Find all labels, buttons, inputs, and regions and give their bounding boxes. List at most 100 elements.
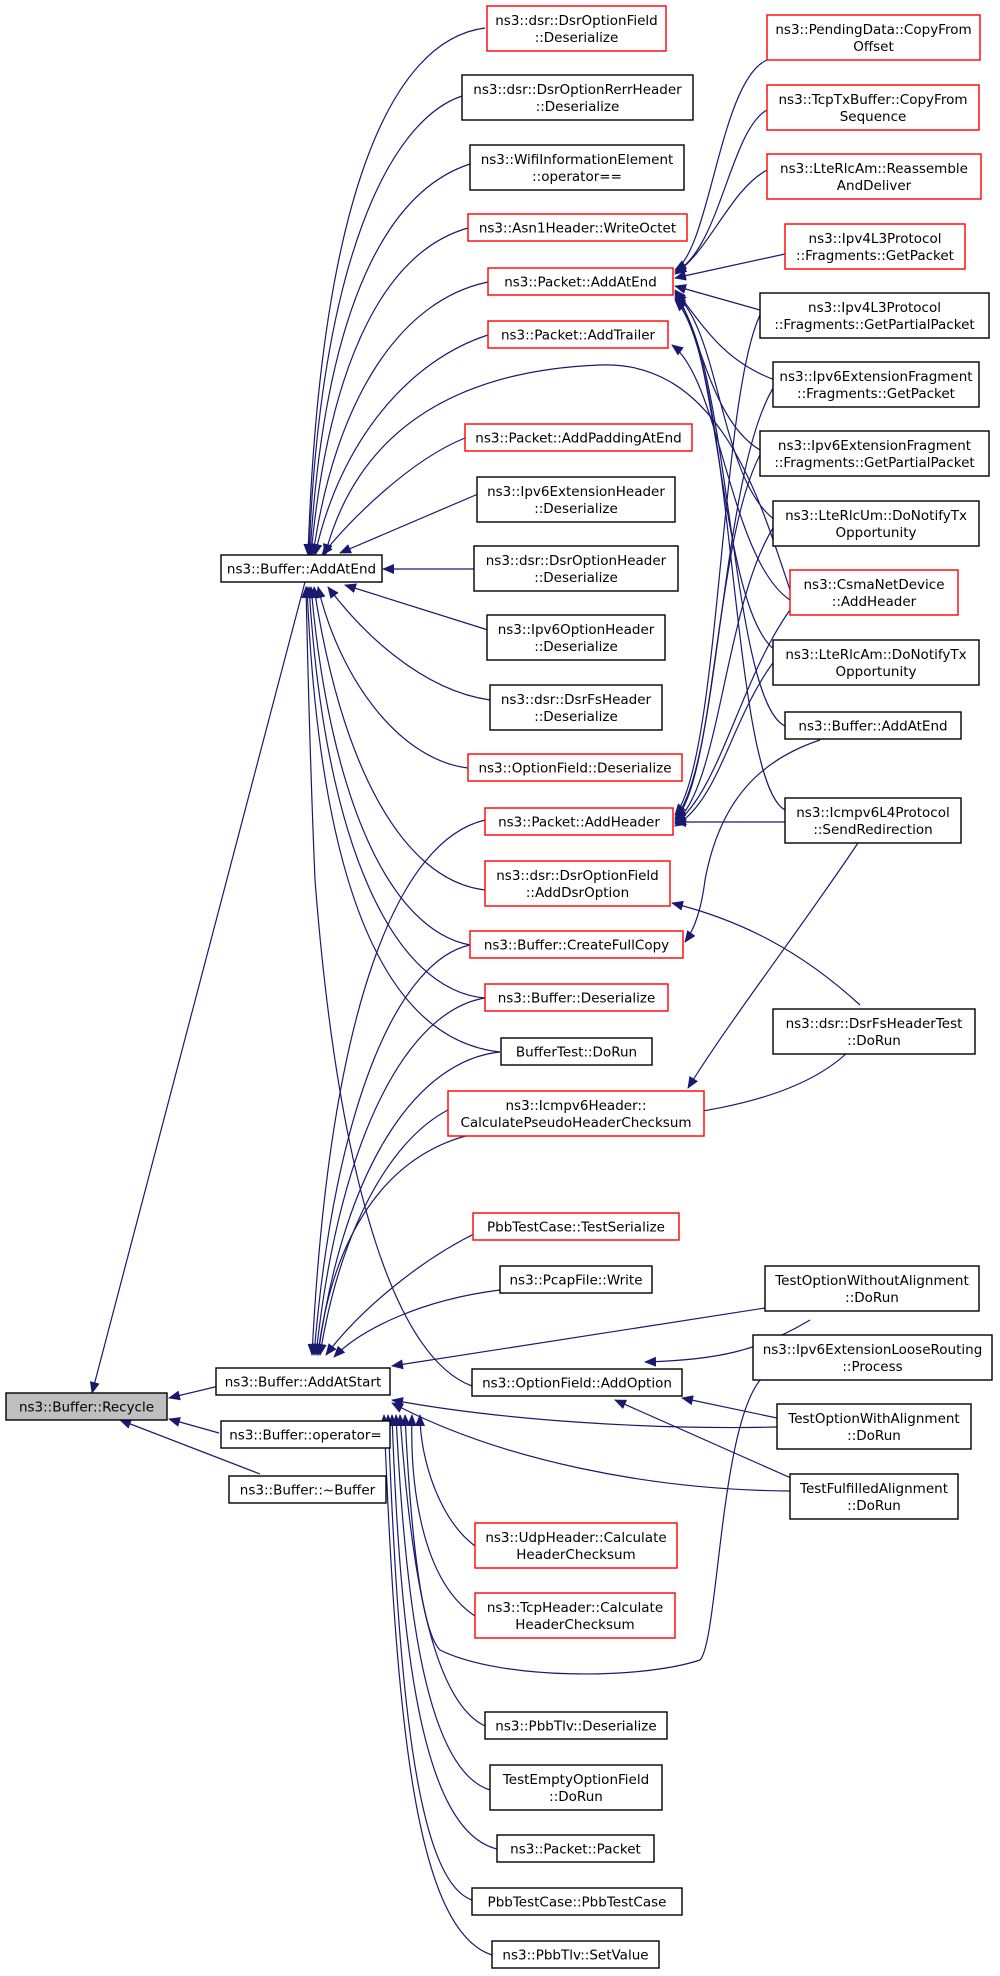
node-label-line: ns3::Buffer::AddAtEnd [227, 562, 376, 578]
node-label-line: TestOptionWithoutAlignment [774, 1273, 969, 1289]
edge-csma-to-addtrailer [671, 344, 791, 601]
edge-csma-loop-to-addatend [322, 364, 791, 591]
node-ipv4l3-fragments-getpacket[interactable]: ns3::Ipv4L3Protocol::Fragments::GetPacke… [784, 223, 966, 270]
node-label-line: ns3::PendingData::CopyFrom [775, 22, 971, 38]
edge-udp-to-addatstart [415, 1414, 476, 1547]
edge-dsrfstest-to-adddsropt [671, 900, 861, 1006]
node-ipv6optionheader-deserialize[interactable]: ns3::Ipv6OptionHeader::Deserialize [486, 614, 666, 661]
node-dsr-fsheadertest-dorun[interactable]: ns3::dsr::DsrFsHeaderTest::DoRun [772, 1008, 976, 1055]
node-label-line: ::Process [842, 1359, 902, 1375]
node-pbbtlv-setvalue[interactable]: ns3::PbbTlv::SetValue [491, 1940, 660, 1969]
edge-pcap-to-addatstart [333, 1289, 501, 1358]
node-label-line: ns3::dsr::DsrOptionField [496, 868, 658, 884]
node-packet-addatend[interactable]: ns3::Packet::AddAtEnd [487, 267, 674, 296]
edge-testfulfilled-to-addoption [614, 1399, 801, 1483]
node-label-line: ns3::Ipv6ExtensionFragment [778, 438, 971, 454]
edge-pktpacket-to-addatstart [387, 1414, 498, 1850]
node-pbbtestcase-testserialize[interactable]: PbbTestCase::TestSerialize [472, 1212, 680, 1241]
node-label-line: ::Fragments::GetPartialPacket [774, 317, 974, 333]
edge-addoption-to-addatend [301, 586, 473, 1387]
node-optionfield-deserialize[interactable]: ns3::OptionField::Deserialize [467, 753, 683, 782]
node-asn1-writeoctet[interactable]: ns3::Asn1Header::WriteOctet [467, 213, 688, 242]
node-label-line: ns3::Buffer::AddAtStart [225, 1375, 382, 1391]
edge-rlcam-to-addheader [674, 659, 776, 827]
node-label-line: ::Deserialize [535, 30, 619, 46]
node-label-line: ::DoRun [847, 1498, 901, 1514]
node-label-line: ns3::PcapFile::Write [509, 1273, 642, 1289]
node-label-line: ns3::Ipv6ExtensionLooseRouting [763, 1342, 983, 1358]
node-dsr-optionfield-deserialize[interactable]: ns3::dsr::DsrOptionField::Deserialize [486, 5, 667, 52]
node-label-line: BufferTest::DoRun [516, 1045, 637, 1061]
node-label-line: ::Deserialize [534, 570, 618, 586]
node-pbbtestcase-pbbtestcase[interactable]: PbbTestCase::PbbTestCase [471, 1887, 683, 1916]
node-label-line: ns3::LteRlcAm::DoNotifyTx [785, 647, 966, 663]
node-wifi-infoelement-operator[interactable]: ns3::WifiInformationElement::operator== [469, 144, 685, 191]
node-dsr-optionheader-deserialize[interactable]: ns3::dsr::DsrOptionHeader::Deserialize [473, 545, 679, 592]
node-label-line: ns3::Asn1Header::WriteOctet [479, 221, 676, 237]
node-label-line: ns3::Ipv6ExtensionFragment [779, 369, 972, 385]
edge-bufdeser-to-addatend [304, 586, 486, 999]
node-optionfield-addoption[interactable]: ns3::OptionField::AddOption [471, 1368, 683, 1397]
node-packet-addpaddingatend[interactable]: ns3::Packet::AddPaddingAtEnd [464, 423, 693, 452]
node-label-line: ns3::Ipv6OptionHeader [498, 622, 655, 638]
node-label-line: ns3::Buffer::AddAtEnd [798, 719, 947, 735]
node-ipv6fragment-getpacket[interactable]: ns3::Ipv6ExtensionFragment::Fragments::G… [772, 361, 980, 408]
edge-icmppseudo-to-addatstart [316, 1109, 449, 1356]
node-buffer-addatend-right[interactable]: ns3::Buffer::AddAtEnd [784, 711, 962, 740]
edge-pktaddheader-to-addatstart [307, 819, 486, 1356]
node-pbbtlv-deserialize[interactable]: ns3::PbbTlv::Deserialize [484, 1711, 668, 1740]
edge-buffertest-to-addatend [302, 586, 501, 1053]
node-label-line: ns3::Icmpv6Header:: [506, 1098, 647, 1114]
edge-destructor-to-recycle [119, 1419, 261, 1475]
node-label-line: ns3::Packet::AddTrailer [501, 328, 656, 344]
edge-pbbtlvdeser-to-addatstart [395, 1414, 486, 1727]
node-buffer-addatstart[interactable]: ns3::Buffer::AddAtStart [215, 1367, 391, 1396]
node-testoptionwithalignment-dorun[interactable]: TestOptionWithAlignment::DoRun [776, 1403, 972, 1450]
node-ipv6fragment-getpartialpacket[interactable]: ns3::Ipv6ExtensionFragment::Fragments::G… [759, 430, 990, 477]
node-label-line: Opportunity [835, 664, 916, 680]
node-label-line: ns3::TcpTxBuffer::CopyFrom [779, 92, 968, 108]
node-ipv6extensionheader-deserialize[interactable]: ns3::Ipv6ExtensionHeader::Deserialize [476, 476, 676, 523]
node-label-line: ns3::Buffer::Deserialize [498, 991, 656, 1007]
node-label-line: ns3::Icmpv6L4Protocol [796, 805, 950, 821]
edge-ipv6opt-to-addatend [344, 583, 489, 631]
node-label-line: ::Fragments::GetPartialPacket [774, 455, 974, 471]
node-pcapfile-write[interactable]: ns3::PcapFile::Write [499, 1265, 653, 1294]
node-buffer-destructor[interactable]: ns3::Buffer::~Buffer [228, 1475, 387, 1504]
node-buffer-operator-assign[interactable]: ns3::Buffer::operator= [220, 1420, 391, 1449]
node-ipv6extensionlooserouting-process[interactable]: ns3::Ipv6ExtensionLooseRouting::Process [752, 1334, 993, 1381]
node-dsr-rerr-deserialize[interactable]: ns3::dsr::DsrOptionRerrHeader::Deseriali… [461, 74, 694, 121]
node-testoptionwithoutalignment-dorun[interactable]: TestOptionWithoutAlignment::DoRun [764, 1265, 980, 1312]
node-label-line: ns3::OptionField::Deserialize [478, 761, 671, 777]
node-label-line: ns3::LteRlcAm::Reassemble [780, 161, 968, 177]
node-icmpv6-pseudoheaderchecksum[interactable]: ns3::Icmpv6Header::CalculatePseudoHeader… [447, 1090, 705, 1137]
edge-rlcum-to-pktaddatend [674, 293, 776, 521]
node-dsr-optionfield-adddsroption[interactable]: ns3::dsr::DsrOptionField::AddDsrOption [484, 860, 671, 907]
node-packet-packet[interactable]: ns3::Packet::Packet [496, 1834, 655, 1863]
node-buffer-deserialize[interactable]: ns3::Buffer::Deserialize [484, 983, 669, 1012]
node-buffer-createfullcopy[interactable]: ns3::Buffer::CreateFullCopy [469, 930, 684, 959]
node-label-line: ::Deserialize [534, 709, 618, 725]
node-ipv4l3-fragments-getpartialpacket[interactable]: ns3::Ipv4L3Protocol::Fragments::GetParti… [759, 292, 990, 339]
node-recycle[interactable]: ns3::Buffer::Recycle [5, 1392, 168, 1421]
node-icmpv6l4protocol-sendredirection[interactable]: ns3::Icmpv6L4Protocol::SendRedirection [784, 797, 962, 844]
edge-addatend-to-recycle [89, 581, 306, 1394]
node-buffer-addatend[interactable]: ns3::Buffer::AddAtEnd [220, 554, 383, 583]
node-label-line: ns3::Ipv4L3Protocol [808, 300, 941, 316]
node-label-line: CalculatePseudoHeaderChecksum [460, 1115, 691, 1131]
node-buffertest-dorun[interactable]: BufferTest::DoRun [500, 1037, 653, 1066]
node-testemptyoptionfield-dorun[interactable]: TestEmptyOptionField::DoRun [489, 1764, 663, 1811]
node-packet-addtrailer[interactable]: ns3::Packet::AddTrailer [487, 320, 669, 349]
edge-pbbserialize-to-addatstart [325, 1231, 479, 1356]
node-packet-addheader[interactable]: ns3::Packet::AddHeader [484, 807, 674, 836]
node-dsr-fsheader-deserialize[interactable]: ns3::dsr::DsrFsHeader::Deserialize [489, 684, 663, 731]
node-testfulfilledalignment-dorun[interactable]: TestFulfilledAlignment::DoRun [789, 1473, 959, 1520]
node-csmanetdevice-addheader[interactable]: ns3::CsmaNetDevice::AddHeader [789, 569, 959, 616]
